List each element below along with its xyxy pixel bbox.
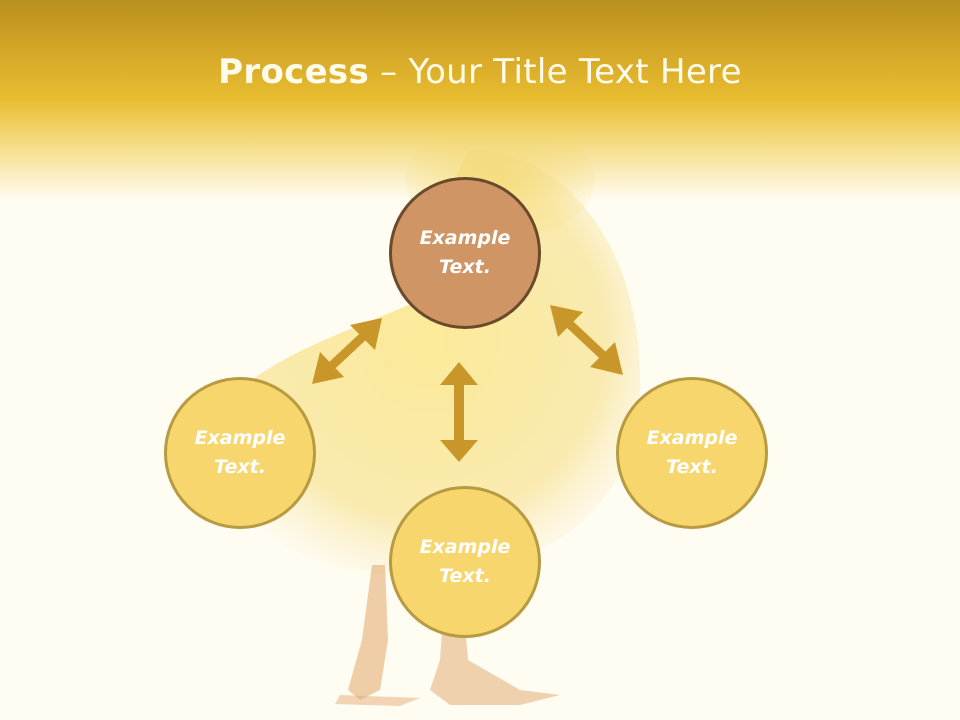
- slide-title: Process – Your Title Text Here: [0, 52, 960, 92]
- arrow-center-left: [312, 318, 382, 384]
- right-circle[interactable]: Example Text.: [616, 377, 768, 529]
- left-circle-label: Example Text.: [194, 427, 286, 478]
- center-circle-label: Example Text.: [419, 227, 511, 278]
- title-bold: Process: [218, 52, 370, 92]
- arrow-center-right: [550, 305, 623, 375]
- arrow-center-bottom: [440, 362, 478, 462]
- header-band: [0, 0, 960, 200]
- bottom-circle-label: Example Text.: [419, 536, 511, 587]
- right-circle-label: Example Text.: [646, 427, 738, 478]
- center-circle[interactable]: Example Text.: [389, 177, 541, 329]
- title-rest: – Your Title Text Here: [369, 52, 742, 92]
- bottom-circle[interactable]: Example Text.: [389, 486, 541, 638]
- left-circle[interactable]: Example Text.: [164, 377, 316, 529]
